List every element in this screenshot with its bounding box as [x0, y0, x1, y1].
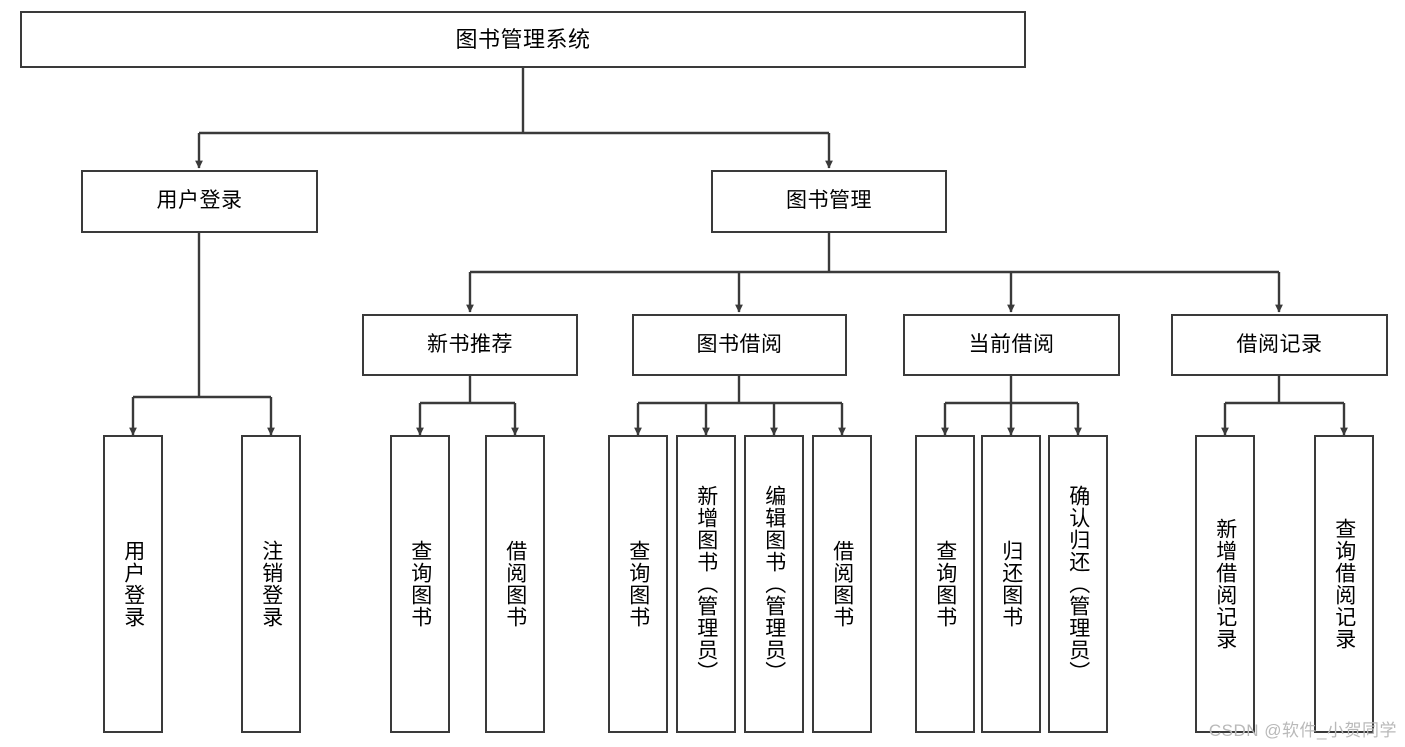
node-leaf-user-login[interactable]: 用户登录	[103, 435, 163, 733]
node-leaf-add-book[interactable]: 新增图书（管理员）	[676, 435, 736, 733]
node-leaf-confirm-return[interactable]: 确认归还（管理员）	[1048, 435, 1108, 733]
node-label: 注销登录	[259, 540, 283, 628]
node-label: 图书管理	[786, 189, 872, 213]
node-label: 借阅图书	[830, 540, 854, 628]
node-label: 借阅图书	[503, 540, 527, 628]
node-label: 用户登录	[156, 189, 243, 213]
node-label: 图书借阅	[696, 332, 783, 356]
watermark-text: CSDN @软件_小贺同学	[1208, 721, 1397, 740]
node-leaf-query-borrow-record[interactable]: 查询借阅记录	[1314, 435, 1374, 733]
node-leaf-query-book-recommend[interactable]: 查询图书	[390, 435, 450, 733]
node-leaf-query-book-current[interactable]: 查询图书	[915, 435, 975, 733]
node-root-book-management-system[interactable]: 图书管理系统	[20, 11, 1026, 68]
node-label: 编辑图书（管理员）	[762, 485, 786, 683]
node-leaf-query-book-borrow[interactable]: 查询图书	[608, 435, 668, 733]
node-borrow-record[interactable]: 借阅记录	[1171, 314, 1388, 376]
node-current-borrow[interactable]: 当前借阅	[903, 314, 1120, 376]
node-leaf-borrow-book-recommend[interactable]: 借阅图书	[485, 435, 545, 733]
node-leaf-borrow-book[interactable]: 借阅图书	[812, 435, 872, 733]
node-leaf-logout[interactable]: 注销登录	[241, 435, 301, 733]
node-book-management[interactable]: 图书管理	[711, 170, 947, 233]
node-label: 查询借阅记录	[1332, 518, 1356, 650]
node-label: 查询图书	[933, 540, 957, 628]
node-label: 确认归还（管理员）	[1066, 485, 1090, 683]
node-leaf-edit-book[interactable]: 编辑图书（管理员）	[744, 435, 804, 733]
node-label: 归还图书	[999, 540, 1023, 628]
node-leaf-add-borrow-record[interactable]: 新增借阅记录	[1195, 435, 1255, 733]
node-user-login[interactable]: 用户登录	[81, 170, 318, 233]
node-label: 查询图书	[626, 540, 650, 628]
node-label: 新增图书（管理员）	[694, 485, 718, 683]
node-label: 图书管理系统	[455, 26, 591, 52]
node-new-book-recommend[interactable]: 新书推荐	[362, 314, 578, 376]
node-label: 借阅记录	[1236, 332, 1323, 356]
node-label: 当前借阅	[968, 332, 1055, 356]
node-label: 新书推荐	[427, 332, 513, 356]
node-label: 用户登录	[121, 540, 145, 628]
node-book-borrow[interactable]: 图书借阅	[632, 314, 847, 376]
node-label: 新增借阅记录	[1213, 518, 1237, 650]
node-label: 查询图书	[408, 540, 432, 628]
node-leaf-return-book[interactable]: 归还图书	[981, 435, 1041, 733]
